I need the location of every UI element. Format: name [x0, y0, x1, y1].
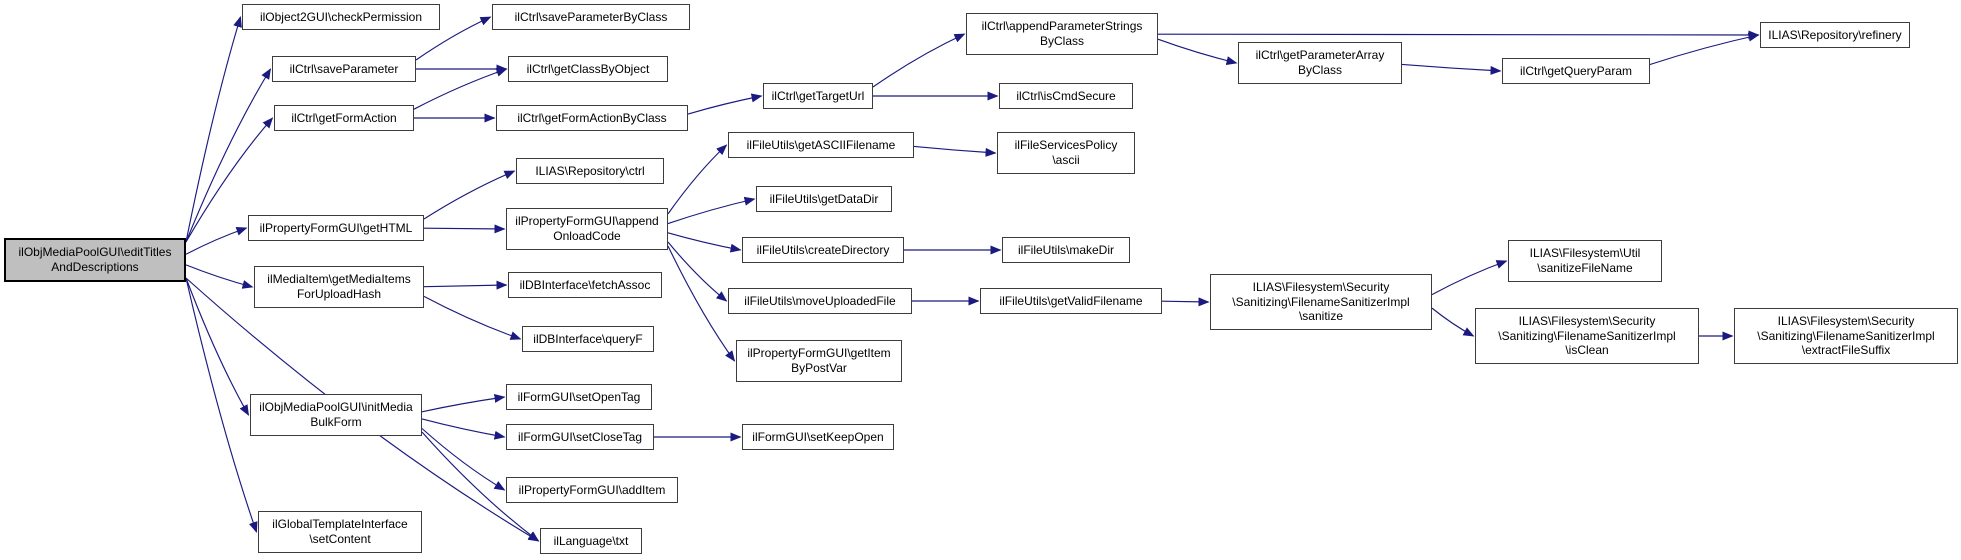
edge-editTitlesAndDescriptions-to-getMediaItemsForUploadHash: [185, 264, 254, 289]
graph-node-extractFileSuffix[interactable]: ILIAS\Filesystem\Security \Sanitizing\Fi…: [1734, 308, 1958, 364]
graph-node-sanitize[interactable]: ILIAS\Filesystem\Security \Sanitizing\Fi…: [1210, 274, 1432, 330]
graph-node-setContent[interactable]: ilGlobalTemplateInterface \setContent: [258, 511, 422, 553]
graph-node-fetchAssoc[interactable]: ilDBInterface\fetchAssoc: [508, 272, 662, 298]
graph-node-setCloseTag[interactable]: ilFormGUI\setCloseTag: [506, 424, 654, 450]
edge-editTitlesAndDescriptions-to-getHTML: [185, 227, 248, 255]
graph-node-getFormActionByClass[interactable]: ilCtrl\getFormActionByClass: [496, 105, 688, 131]
edge-appendOnloadCode-to-getASCIIFilename: [667, 144, 728, 215]
graph-node-moveUploadedFile[interactable]: ilFileUtils\moveUploadedFile: [728, 288, 912, 314]
graph-node-saveParameterByClass[interactable]: ilCtrl\saveParameterByClass: [492, 4, 690, 30]
graph-node-setOpenTag[interactable]: ilFormGUI\setOpenTag: [506, 384, 652, 410]
edge-getFormActionByClass-to-getTargetUrl: [687, 93, 763, 115]
graph-node-makeDir[interactable]: ilFileUtils\makeDir: [1002, 237, 1130, 263]
edge-getMediaItemsForUploadHash-to-queryF: [423, 295, 522, 340]
graph-node-checkPermission[interactable]: ilObject2GUI\checkPermission: [242, 4, 440, 30]
edge-getQueryParam-to-refinery: [1649, 32, 1760, 66]
edge-getHTML-to-repoCtrl: [423, 170, 516, 220]
edge-getMediaItemsForUploadHash-to-fetchAssoc: [423, 280, 508, 290]
graph-node-createDirectory[interactable]: ilFileUtils\createDirectory: [742, 237, 904, 263]
edge-editTitlesAndDescriptions-to-checkPermission: [185, 16, 242, 243]
graph-node-editTitlesAndDescriptions[interactable]: ilObjMediaPoolGUI\editTitles AndDescript…: [4, 238, 186, 282]
graph-node-initMediaBulkForm[interactable]: ilObjMediaPoolGUI\initMedia BulkForm: [250, 394, 422, 436]
graph-node-setKeepOpen[interactable]: ilFormGUI\setKeepOpen: [742, 424, 894, 450]
graph-node-getValidFilename[interactable]: ilFileUtils\getValidFilename: [980, 288, 1162, 314]
edge-appendOnloadCode-to-moveUploadedFile: [667, 241, 728, 302]
edge-getASCIIFilename-to-asciiPolicy: [913, 145, 997, 157]
edge-sanitize-to-isClean: [1431, 307, 1475, 337]
graph-node-queryF[interactable]: ilDBInterface\queryF: [522, 326, 654, 352]
edge-appendOnloadCode-to-getItemByPostVar: [667, 245, 736, 362]
graph-node-isClean[interactable]: ILIAS\Filesystem\Security \Sanitizing\Fi…: [1475, 308, 1699, 364]
graph-node-refinery[interactable]: ILIAS\Repository\refinery: [1760, 22, 1910, 48]
graph-node-getDataDir[interactable]: ilFileUtils\getDataDir: [756, 186, 892, 212]
graph-node-appendParameterStringsByClass[interactable]: ilCtrl\appendParameterStrings ByClass: [966, 13, 1158, 55]
graph-node-appendOnloadCode[interactable]: ilPropertyFormGUI\append OnloadCode: [506, 208, 668, 250]
graph-node-getParameterArrayByClass[interactable]: ilCtrl\getParameterArray ByClass: [1238, 42, 1402, 84]
edge-appendOnloadCode-to-createDirectory: [667, 232, 742, 253]
graph-node-getClassByObject[interactable]: ilCtrl\getClassByObject: [508, 56, 668, 82]
graph-node-getItemByPostVar[interactable]: ilPropertyFormGUI\getItem ByPostVar: [736, 340, 902, 382]
graph-node-sanitizeFileName[interactable]: ILIAS\Filesystem\Util \sanitizeFileName: [1508, 240, 1662, 282]
edge-getValidFilename-to-sanitize: [1161, 297, 1210, 307]
edge-appendOnloadCode-to-getDataDir: [667, 196, 756, 225]
edge-initMediaBulkForm-to-setCloseTag: [421, 418, 506, 440]
edge-appendParameterStringsByClass-to-getParameterArrayByClass: [1157, 38, 1238, 66]
graph-node-getQueryParam[interactable]: ilCtrl\getQueryParam: [1502, 58, 1650, 84]
edge-initMediaBulkForm-to-setOpenTag: [421, 393, 506, 413]
edge-getFormAction-to-getClassByObject: [413, 68, 508, 110]
graph-node-asciiPolicy[interactable]: ilFileServicesPolicy \ascii: [997, 132, 1135, 174]
edge-sanitize-to-sanitizeFileName: [1431, 260, 1508, 296]
edge-getParameterArrayByClass-to-getQueryParam: [1401, 63, 1502, 75]
graph-node-getFormAction[interactable]: ilCtrl\getFormAction: [274, 105, 414, 131]
graph-node-addItem[interactable]: ilPropertyFormGUI\addItem: [506, 477, 678, 503]
graph-node-isCmdSecure[interactable]: ilCtrl\isCmdSecure: [999, 83, 1133, 109]
edge-editTitlesAndDescriptions-to-setContent: [185, 277, 258, 533]
graph-node-repoCtrl[interactable]: ILIAS\Repository\ctrl: [516, 158, 664, 184]
graph-node-getASCIIFilename[interactable]: ilFileUtils\getASCIIFilename: [728, 132, 914, 158]
graph-node-saveParameter[interactable]: ilCtrl\saveParameter: [272, 56, 416, 82]
edge-initMediaBulkForm-to-addItem: [421, 428, 506, 491]
edge-getHTML-to-appendOnloadCode: [423, 224, 506, 234]
edge-getTargetUrl-to-appendParameterStringsByClass: [872, 33, 966, 88]
graph-node-txt[interactable]: ilLanguage\txt: [540, 528, 642, 554]
edge-editTitlesAndDescriptions-to-initMediaBulkForm: [185, 277, 249, 416]
graph-node-getMediaItemsForUploadHash[interactable]: ilMediaItem\getMediaItems ForUploadHash: [254, 266, 424, 308]
graph-node-getTargetUrl[interactable]: ilCtrl\getTargetUrl: [763, 83, 873, 109]
graph-node-getHTML[interactable]: ilPropertyFormGUI\getHTML: [248, 215, 424, 241]
edge-appendParameterStringsByClass-to-refinery: [1157, 30, 1760, 40]
